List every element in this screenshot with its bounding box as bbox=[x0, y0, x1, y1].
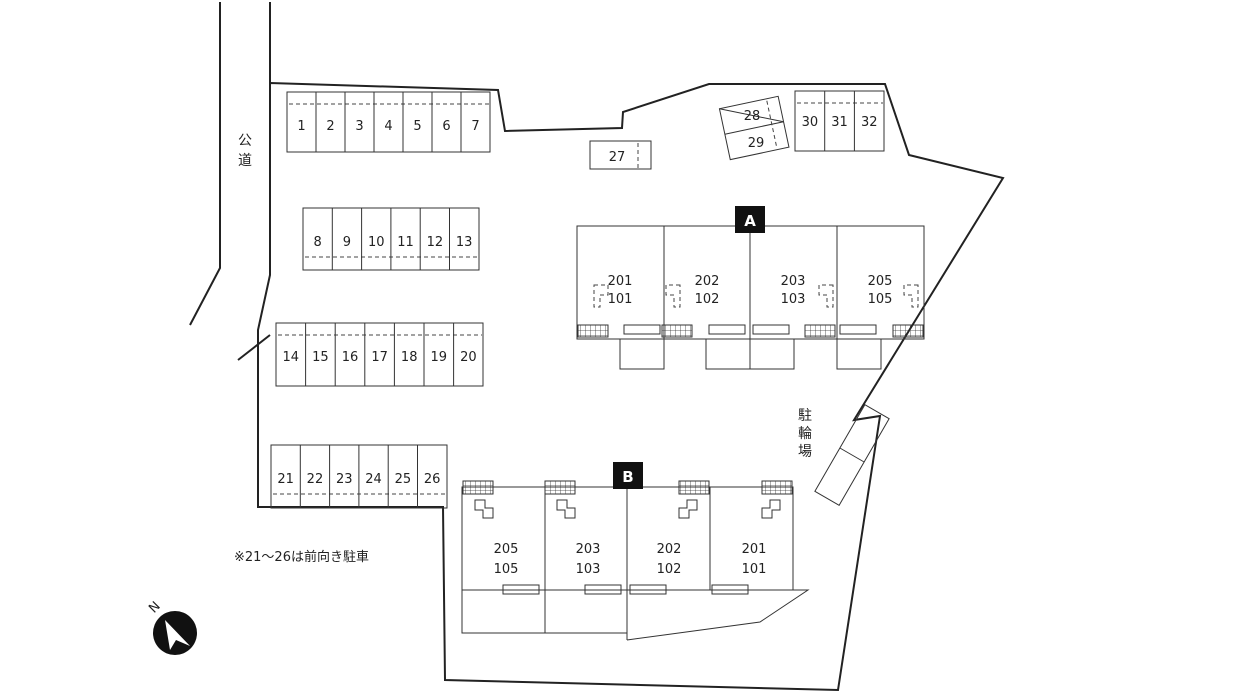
parking-right-stall-label: 32 bbox=[861, 115, 878, 130]
building-b-badge bbox=[613, 462, 643, 489]
building-a-label: A bbox=[744, 212, 756, 230]
parking-row3-stall-label: 14 bbox=[283, 350, 300, 365]
parking-row3-stall-label: 15 bbox=[312, 350, 329, 365]
parking-row-3 bbox=[275, 322, 484, 387]
parking-right-stall-label: 31 bbox=[831, 115, 848, 130]
compass-label: N bbox=[146, 599, 163, 616]
parking-29-label: 29 bbox=[748, 136, 765, 151]
parking-27-label: 27 bbox=[609, 150, 626, 165]
bicycle-label-3: 場 bbox=[798, 444, 812, 460]
building-b-unit-lower: 102 bbox=[657, 562, 682, 577]
parking-row-right bbox=[794, 90, 885, 152]
parking-row4-stall-label: 23 bbox=[336, 472, 353, 487]
bicycle-label-1: 駐 bbox=[798, 408, 812, 424]
parking-row4-stall-label: 22 bbox=[307, 472, 324, 487]
building-a-unit-upper: 203 bbox=[781, 274, 806, 289]
parking-28-29 bbox=[718, 95, 790, 161]
building-b-unit-lower: 101 bbox=[742, 562, 767, 577]
parking-row3-stall-label: 17 bbox=[371, 350, 388, 365]
parking-row2-stall-label: 11 bbox=[397, 235, 414, 250]
building-a bbox=[576, 225, 925, 370]
building-b-label: B bbox=[622, 468, 633, 486]
parking-top-stall-label: 7 bbox=[471, 119, 479, 134]
building-b-unit-upper: 202 bbox=[657, 542, 682, 557]
parking-top-stall-label: 1 bbox=[297, 119, 305, 134]
parking-top-stall-label: 3 bbox=[355, 119, 363, 134]
compass-icon bbox=[153, 611, 197, 655]
parking-row3-stall-label: 18 bbox=[401, 350, 418, 365]
building-a-unit-upper: 202 bbox=[695, 274, 720, 289]
building-b-unit-upper: 203 bbox=[576, 542, 601, 557]
parking-row-top bbox=[286, 91, 491, 153]
building-b bbox=[461, 480, 810, 641]
parking-top-stall-label: 2 bbox=[326, 119, 334, 134]
parking-row3-stall-label: 20 bbox=[460, 350, 477, 365]
building-b-unit-lower: 103 bbox=[576, 562, 601, 577]
parking-row4-stall-label: 24 bbox=[365, 472, 382, 487]
parking-top-stall-label: 6 bbox=[442, 119, 450, 134]
parking-27 bbox=[589, 140, 652, 170]
building-a-unit-lower: 102 bbox=[695, 292, 720, 307]
road-label-1: 公 bbox=[238, 133, 252, 149]
parking-28-label: 28 bbox=[744, 109, 761, 124]
public-road bbox=[189, 2, 271, 361]
parking-row2-stall-label: 13 bbox=[456, 235, 473, 250]
bicycle-parking bbox=[814, 404, 890, 506]
parking-row2-stall-label: 8 bbox=[314, 235, 322, 250]
parking-right-stall-label: 30 bbox=[802, 115, 819, 130]
property-boundary bbox=[257, 82, 1005, 692]
bicycle-label-2: 輪 bbox=[798, 425, 812, 442]
parking-row4-stall-label: 21 bbox=[277, 472, 294, 487]
building-a-unit-lower: 105 bbox=[868, 292, 893, 307]
building-b-unit-lower: 105 bbox=[494, 562, 519, 577]
parking-top-stall-label: 5 bbox=[413, 119, 421, 134]
parking-row4-stall-label: 25 bbox=[395, 472, 412, 487]
building-b-unit-upper: 201 bbox=[742, 542, 767, 557]
building-a-badge bbox=[735, 206, 765, 233]
parking-row2-stall-label: 12 bbox=[427, 235, 444, 250]
building-a-unit-lower: 101 bbox=[608, 292, 633, 307]
parking-top-stall-label: 4 bbox=[384, 119, 392, 134]
parking-row2-stall-label: 10 bbox=[368, 235, 385, 250]
building-a-unit-upper: 205 bbox=[868, 274, 893, 289]
building-a-unit-lower: 103 bbox=[781, 292, 806, 307]
parking-note: ※21～26は前向き駐車 bbox=[234, 549, 369, 565]
road-label-2: 道 bbox=[238, 153, 252, 169]
building-b-unit-upper: 205 bbox=[494, 542, 519, 557]
parking-row3-stall-label: 19 bbox=[431, 350, 448, 365]
parking-row3-stall-label: 16 bbox=[342, 350, 359, 365]
parking-row4-stall-label: 26 bbox=[424, 472, 441, 487]
building-a-unit-upper: 201 bbox=[608, 274, 633, 289]
parking-row2-stall-label: 9 bbox=[343, 235, 351, 250]
